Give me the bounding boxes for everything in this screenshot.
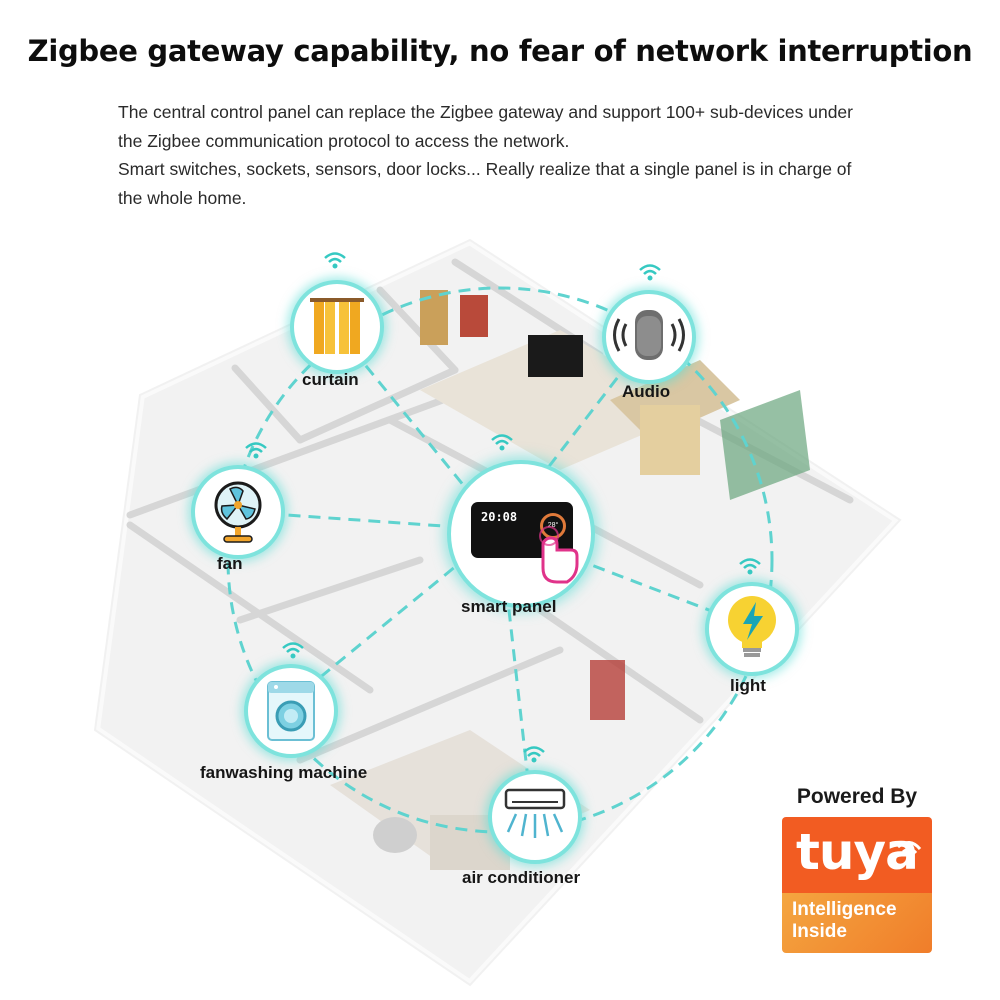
wifi-icon xyxy=(637,262,663,282)
smart-panel-node[interactable]: 20:08 28° xyxy=(447,460,595,608)
description-line: Smart switches, sockets, sensors, door l… xyxy=(118,159,852,179)
air-conditioner-label: air conditioner xyxy=(462,868,581,887)
audio-label: Audio xyxy=(622,382,671,401)
light-node[interactable] xyxy=(705,582,799,676)
curtain-icon xyxy=(310,298,364,354)
wifi-icon xyxy=(243,440,269,460)
wifi-icon xyxy=(280,640,306,660)
air-conditioner-icon xyxy=(504,788,566,838)
wifi-icon xyxy=(489,432,515,452)
curtain-node[interactable] xyxy=(290,280,384,374)
speaker-icon xyxy=(613,310,685,360)
washing-machine-node[interactable] xyxy=(244,664,338,758)
hand-tap-icon xyxy=(539,526,579,584)
description-line: the whole home. xyxy=(118,187,247,208)
headline: Zigbee gateway capability, no fear of ne… xyxy=(27,34,973,68)
curtain-label: curtain xyxy=(302,370,359,389)
washing-machine-label: fanwashing machine xyxy=(200,763,368,782)
wifi-icon xyxy=(737,556,763,576)
washing-machine-icon xyxy=(267,681,315,741)
panel-clock: 20:08 xyxy=(481,510,518,524)
description: The central control panel can replace th… xyxy=(118,98,938,212)
smart-panel-label: smart panel xyxy=(461,597,557,616)
description-line: the Zigbee communication protocol to acc… xyxy=(118,130,570,151)
audio-node[interactable] xyxy=(602,290,696,384)
description-line: The central control panel can replace th… xyxy=(118,102,853,122)
lightbulb-icon xyxy=(728,596,776,657)
tuya-brand-text: tuya xyxy=(796,823,919,881)
fan-icon xyxy=(214,481,262,543)
wifi-icon xyxy=(521,744,547,764)
light-label: light xyxy=(730,676,766,695)
tuya-logo: tuya xyxy=(782,817,932,893)
tuya-wifi-icon xyxy=(897,841,922,855)
air-conditioner-node[interactable] xyxy=(488,770,582,864)
powered-by-text: Powered By xyxy=(796,785,918,808)
fan-node[interactable] xyxy=(191,465,285,559)
fan-label: fan xyxy=(217,554,243,573)
panel-temperature: 28° xyxy=(547,522,559,529)
wifi-icon xyxy=(322,250,348,270)
